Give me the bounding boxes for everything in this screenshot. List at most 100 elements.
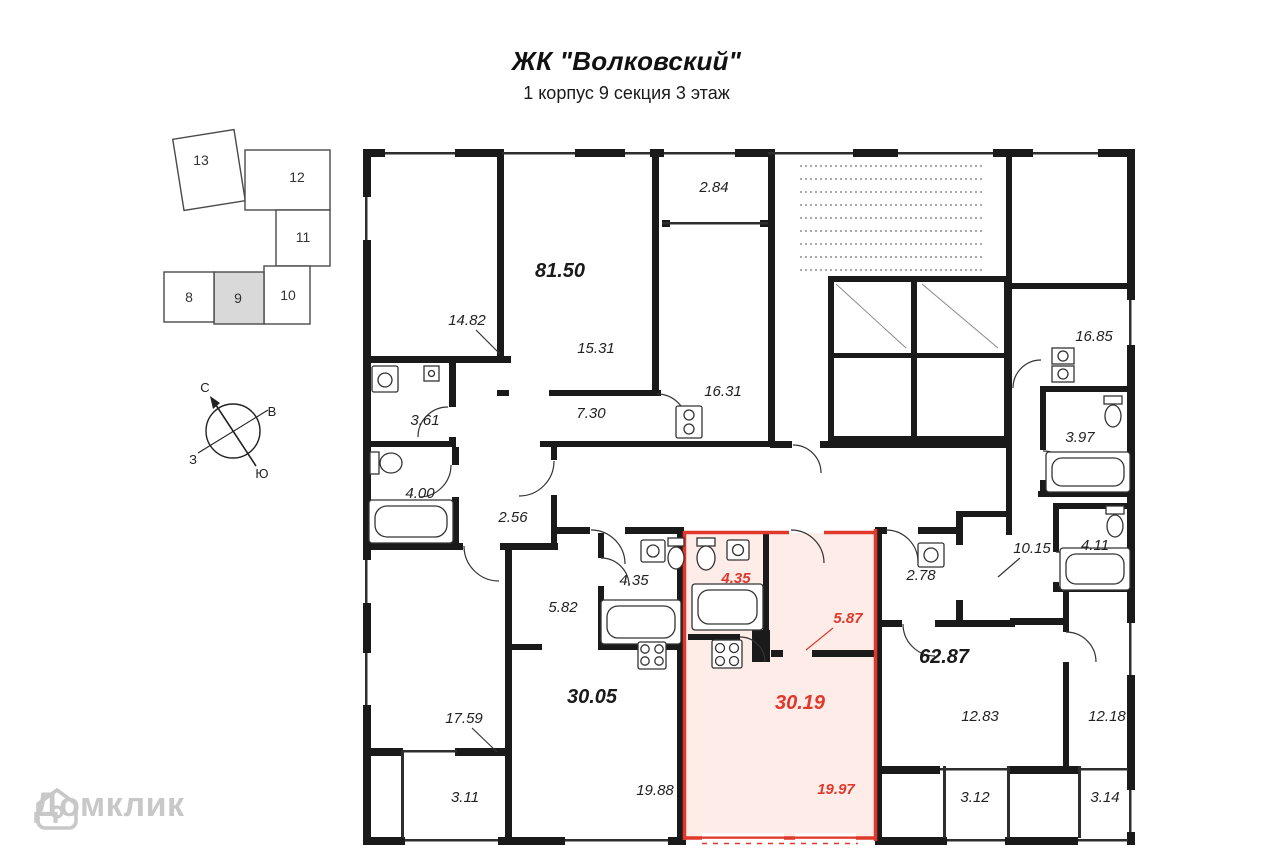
minimap-label-11: 11: [296, 229, 311, 245]
bathtub-icon: [691, 583, 764, 631]
minimap-section-12: [244, 149, 331, 211]
room-area-label: 4.00: [405, 485, 435, 502]
room-area-label-total: 62.87: [919, 646, 970, 668]
toilet-icon: [1105, 505, 1125, 538]
door-room-1685: [1012, 359, 1042, 389]
page-title: ЖК "Волковский": [511, 46, 742, 76]
room-area-label-highlighted: 4.35: [720, 570, 751, 587]
room-area-label: 2.84: [698, 179, 728, 196]
compass-east-label: В: [268, 404, 277, 419]
walls: [363, 149, 1135, 845]
fixture-icons: [368, 347, 1131, 670]
room-area-label: 16.31: [704, 383, 742, 400]
toilet-icon: [696, 537, 716, 571]
windows: [365, 152, 1132, 842]
room-area-label: 17.59: [445, 710, 483, 727]
compass-circle: [205, 403, 261, 459]
room-area-label-highlighted: 5.87: [833, 610, 863, 627]
bathtub-icon: [600, 599, 682, 645]
elevator-shaft-lines: [835, 283, 999, 349]
bathtub-icon: [368, 499, 454, 544]
minimap-section-13: [171, 128, 247, 212]
minimap-label-12: 12: [289, 169, 305, 185]
sink-icon: [917, 542, 945, 568]
minimap-section-10: [263, 265, 311, 325]
room-area-label: 12.18: [1088, 708, 1126, 725]
room-area-label-total: 81.50: [535, 260, 585, 282]
room-area-label: 2.56: [497, 509, 528, 526]
stair-hatching: [800, 165, 985, 271]
room-area-label: 3.97: [1065, 429, 1095, 446]
bathtub-icon: [1059, 547, 1131, 591]
room-labels: 81.50 14.82 15.31 2.84 16.31 7.30 3.61 4…: [405, 179, 1126, 806]
highlight-outline: [682, 529, 878, 841]
door-apartment-6287: [885, 529, 919, 563]
room-area-label: 3.11: [451, 789, 479, 806]
leader-line-highlight: [805, 627, 834, 651]
room-area-label: 3.12: [960, 789, 990, 806]
compass-north-label: С: [200, 380, 209, 395]
floor-plan: 81.50 14.82 15.31 2.84 16.31 7.30 3.61 4…: [363, 149, 1135, 845]
compass-south-label: Ю: [255, 466, 268, 481]
compass-north-arrow-icon: [210, 396, 220, 409]
room-area-label: 15.31: [577, 340, 615, 357]
leader-lines: [471, 329, 1021, 753]
stove-icon: [637, 641, 667, 670]
room-area-label-highlighted-total: 30.19: [775, 692, 826, 714]
room-area-label: 19.88: [636, 782, 674, 799]
washer-icon: [1051, 347, 1075, 383]
minimap-label-8: 8: [185, 289, 193, 305]
door-bath-435: [600, 557, 630, 587]
boiler-icon: [423, 365, 440, 382]
door-apartment-3019: [790, 529, 825, 564]
door-bath-361: [417, 406, 449, 438]
room-area-label: 3.61: [410, 412, 439, 429]
room-area-label: 14.82: [448, 312, 486, 329]
compass-cross-axis: [197, 409, 269, 454]
door-hall-278: [902, 623, 936, 657]
minimap-label-9: 9: [234, 290, 242, 306]
minimap-section-11: [275, 209, 331, 267]
room-area-label: 3.14: [1090, 789, 1119, 806]
minimap-label-13: 13: [193, 152, 209, 168]
sink-icon: [640, 539, 666, 563]
kitchen-sink-icon: [675, 405, 703, 439]
toilet-icon: [1103, 395, 1123, 428]
door-stairs: [792, 444, 822, 474]
watermark: Домклик: [34, 786, 185, 830]
sink-icon: [726, 539, 750, 561]
room-area-label-total: 30.05: [567, 686, 618, 708]
door-room-1218: [1065, 631, 1097, 663]
room-area-label: 16.85: [1075, 328, 1113, 345]
door-bath-400: [418, 464, 452, 498]
room-area-label: 4.11: [1081, 537, 1109, 554]
highlight-windows: [702, 833, 858, 845]
minimap-label-10: 10: [280, 287, 296, 303]
door-bath-435-red: [739, 636, 766, 663]
domclick-house-icon: [36, 788, 78, 830]
sink-icon: [371, 365, 399, 393]
room-area-label: 10.15: [1013, 540, 1051, 557]
compass-west-label: З: [189, 452, 197, 467]
door-apartment-3005: [590, 529, 626, 565]
room-area-label: 4.35: [619, 572, 649, 589]
toilet-icon: [667, 537, 685, 570]
page-subtitle: 1 корпус 9 секция 3 этаж: [523, 83, 730, 103]
room-area-label: 12.83: [961, 708, 999, 725]
compass: С В З Ю: [189, 380, 276, 481]
compass-needle: [211, 398, 257, 467]
door-arcs: [417, 359, 1097, 663]
door-room-1759: [463, 545, 500, 582]
room-area-label: 5.82: [548, 599, 578, 616]
minimap: 13 12 11 10 9 8: [163, 128, 331, 325]
door-apartment-8150: [518, 460, 555, 497]
toilet-icon: [369, 451, 403, 475]
room-area-label-highlighted: 19.97: [817, 781, 855, 798]
header: ЖК "Волковский" 1 корпус 9 секция 3 этаж: [0, 46, 1253, 104]
room-area-label: 7.30: [576, 405, 606, 422]
bathtub-icon: [1045, 451, 1131, 493]
stove-icon: [711, 639, 743, 669]
minimap-section-8: [163, 271, 215, 323]
